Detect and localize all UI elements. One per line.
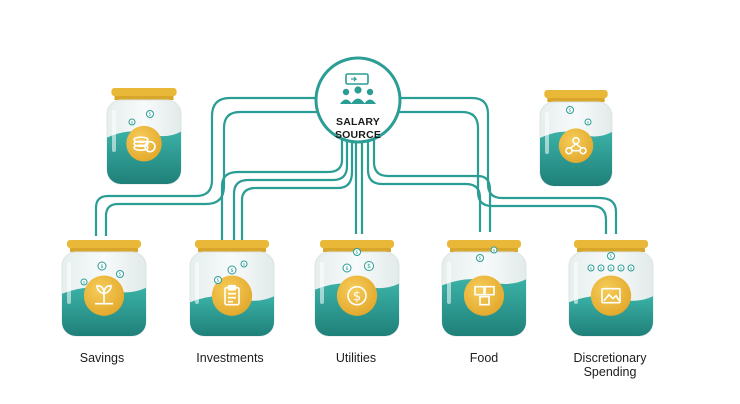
dollar-coin-icon: $ (347, 285, 367, 306)
dollar-coin-icon: $ (116, 270, 124, 278)
jar-liquid (569, 295, 653, 336)
connector-savings-outer (94, 96, 330, 236)
svg-text:$: $ (493, 247, 496, 252)
connector-investments-b (240, 140, 354, 242)
connector-lines (94, 96, 618, 242)
svg-text:$: $ (353, 290, 361, 305)
salary-source-hub (314, 56, 402, 144)
jar-discretionary: $ $ $ $ $ $ (568, 240, 654, 337)
connector-discretionary-inner (392, 110, 608, 234)
dollar-coin-icon: $ (353, 248, 361, 256)
svg-text:$: $ (149, 112, 152, 118)
jar-lid (544, 90, 608, 98)
dollar-coin-icon: $ (80, 278, 88, 286)
dollar-coin-icon: $ (587, 264, 595, 272)
jar-label-discretionary: Discretionary Spending (550, 351, 670, 379)
jar-top-left: $$ (106, 88, 182, 185)
svg-text:$: $ (600, 265, 603, 270)
svg-text:$: $ (479, 256, 482, 262)
hub-label-line1: SALARY (336, 116, 380, 128)
jar-savings: $ $ $ (61, 240, 147, 337)
group-of-people-icon (340, 73, 376, 104)
jar-top-right: $$ (539, 90, 613, 187)
jar-label-savings-text: Savings (79, 351, 125, 365)
jar-lid (111, 88, 177, 96)
network-nodes-icon (565, 136, 587, 155)
jar-lid (320, 240, 394, 248)
svg-text:$: $ (131, 119, 134, 124)
svg-text:$: $ (100, 264, 103, 270)
dollar-coin-icon: $ (240, 260, 248, 268)
jar-utilities: $ $ $ $ (314, 240, 400, 337)
svg-text:$: $ (230, 268, 233, 274)
jar-label-utilities-text: Utilities (335, 351, 377, 365)
jar-coin (336, 275, 378, 316)
jar-coin (463, 275, 505, 316)
svg-text:$: $ (587, 119, 590, 124)
jar-lid (67, 240, 141, 248)
svg-text:$: $ (630, 265, 633, 270)
connector-investments-c (220, 140, 344, 242)
connector-food-b (372, 140, 492, 232)
dollar-coin-icon: $ (607, 252, 615, 260)
dollar-coin-icon: $ (584, 118, 592, 126)
clipboard-icon (224, 284, 240, 306)
dollar-coin-icon: $ (566, 106, 574, 114)
jar-liquid (190, 295, 274, 336)
dollar-coin-icon: $ (597, 264, 605, 272)
svg-text:$: $ (119, 272, 122, 278)
jar-food: $$ (441, 240, 527, 337)
jar-lid (574, 240, 648, 248)
jar-label-food: Food (424, 351, 544, 365)
coin-stack-icon (133, 136, 156, 153)
dollar-coin-icon: $ (227, 265, 237, 275)
svg-text:$: $ (243, 261, 246, 266)
svg-text:$: $ (569, 108, 572, 114)
hub-label-line2: SOURCE (334, 129, 382, 141)
dollar-coin-icon: $ (342, 263, 352, 273)
svg-text:$: $ (83, 279, 86, 284)
connector-savings-inner (104, 110, 338, 236)
dollar-coin-icon: $ (146, 110, 154, 118)
jar-lid (447, 240, 521, 248)
connector-food-a (366, 140, 482, 232)
jar-label-food-text: Food (469, 351, 499, 365)
connector-investments-a (232, 140, 349, 242)
jar-label-utilities: Utilities (296, 351, 416, 365)
food-box-icon (474, 285, 495, 306)
picture-frame-icon (601, 287, 621, 304)
svg-text:$: $ (590, 265, 593, 270)
plant-coin-icon (95, 284, 113, 305)
svg-text:$: $ (610, 254, 613, 260)
jar-investments: $ $ $ (189, 240, 275, 337)
dollar-coin-icon: $ (128, 118, 136, 126)
dollar-coin-icon: $ (97, 261, 107, 271)
dollar-coin-icon: $ (490, 246, 498, 254)
jar-label-discretionary-line1: Discretionary (573, 351, 647, 365)
jar-label-investments-text: Investments (196, 351, 264, 365)
dollar-coin-icon: $ (617, 264, 625, 272)
svg-text:$: $ (345, 266, 348, 272)
svg-text:$: $ (620, 265, 623, 270)
dollar-coin-icon: $ (214, 276, 222, 284)
svg-text:$: $ (610, 265, 613, 270)
jar-coin (126, 125, 162, 162)
jar-label-investments: Investments (170, 351, 290, 365)
jar-lid (195, 240, 269, 248)
dollar-coin-icon: $ (627, 264, 635, 272)
svg-text:$: $ (367, 264, 371, 270)
hub-label: SALARY SOURCE (316, 116, 400, 142)
jar-label-savings: Savings (42, 351, 162, 365)
dollar-coin-icon: $ (476, 254, 484, 262)
svg-text:$: $ (217, 278, 220, 284)
svg-text:$: $ (356, 250, 359, 256)
jar-coin (558, 128, 594, 163)
jar-coin (211, 275, 253, 316)
dollar-coin-icon: $ (364, 261, 374, 271)
dollar-coin-icon: $ (607, 264, 615, 272)
connector-discretionary-outer (398, 96, 618, 234)
jar-label-discretionary-line2: Spending (583, 365, 637, 379)
